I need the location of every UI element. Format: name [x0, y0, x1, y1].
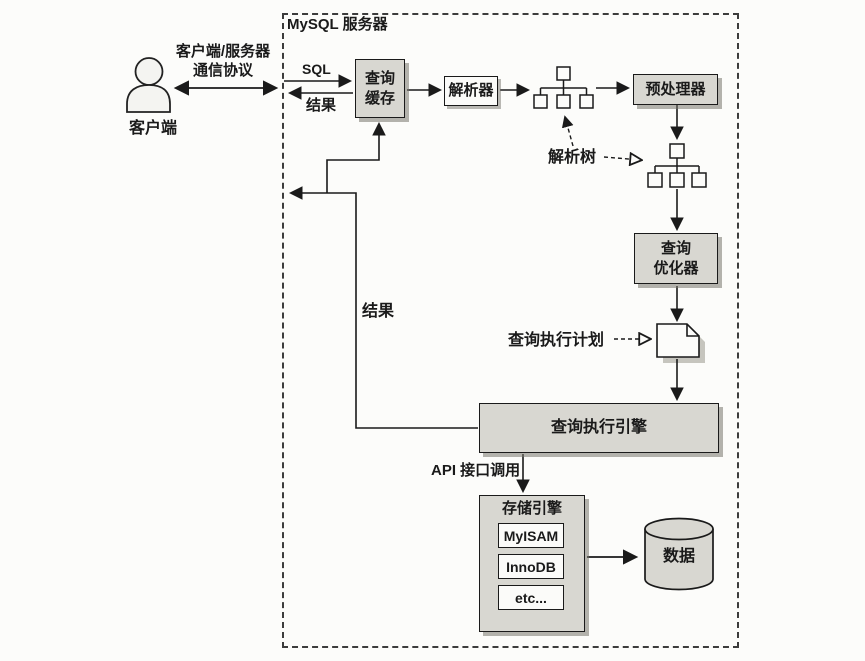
parse-tree-pointer-right-dashed [603, 157, 641, 160]
parser-node: 解析器 [444, 76, 498, 106]
preprocessor-node: 预处理器 [633, 74, 718, 105]
data-cylinder-icon [644, 517, 714, 591]
result-top-label: 结果 [306, 97, 337, 114]
result-return-label: 结果 [362, 303, 395, 320]
engine-item-innodb: InnoDB [498, 554, 564, 579]
parse-tree-label: 解析树 [548, 149, 597, 166]
api-call-label: API 接口调用 [431, 462, 521, 479]
mysql-server-boundary [282, 13, 739, 648]
sql-label: SQL [302, 61, 331, 77]
query-cache-node: 查询 缓存 [355, 59, 405, 118]
protocol-label: 客户端/服务器 通信协议 [175, 43, 271, 79]
execution-engine-node: 查询执行引擎 [479, 403, 719, 453]
data-label: 数据 [662, 548, 695, 565]
query-optimizer-node: 查询 优化器 [634, 233, 718, 284]
engine-item-etc: etc... [498, 585, 564, 610]
mysql-server-title: MySQL 服务器 [287, 16, 388, 33]
parse-tree-icon-bottom [647, 143, 707, 188]
client-person-icon [126, 57, 171, 113]
parse-tree-icon-top [533, 66, 594, 109]
result-return-path [288, 121, 478, 429]
execution-plan-document-icon [656, 323, 705, 363]
parse-tree-pointer-left-dashed [561, 115, 574, 147]
storage-engine-title: 存储引擎 [501, 500, 562, 517]
client-label: 客户端 [128, 120, 177, 137]
execution-plan-label: 查询执行计划 [508, 332, 605, 349]
engine-item-myisam: MyISAM [498, 523, 564, 548]
